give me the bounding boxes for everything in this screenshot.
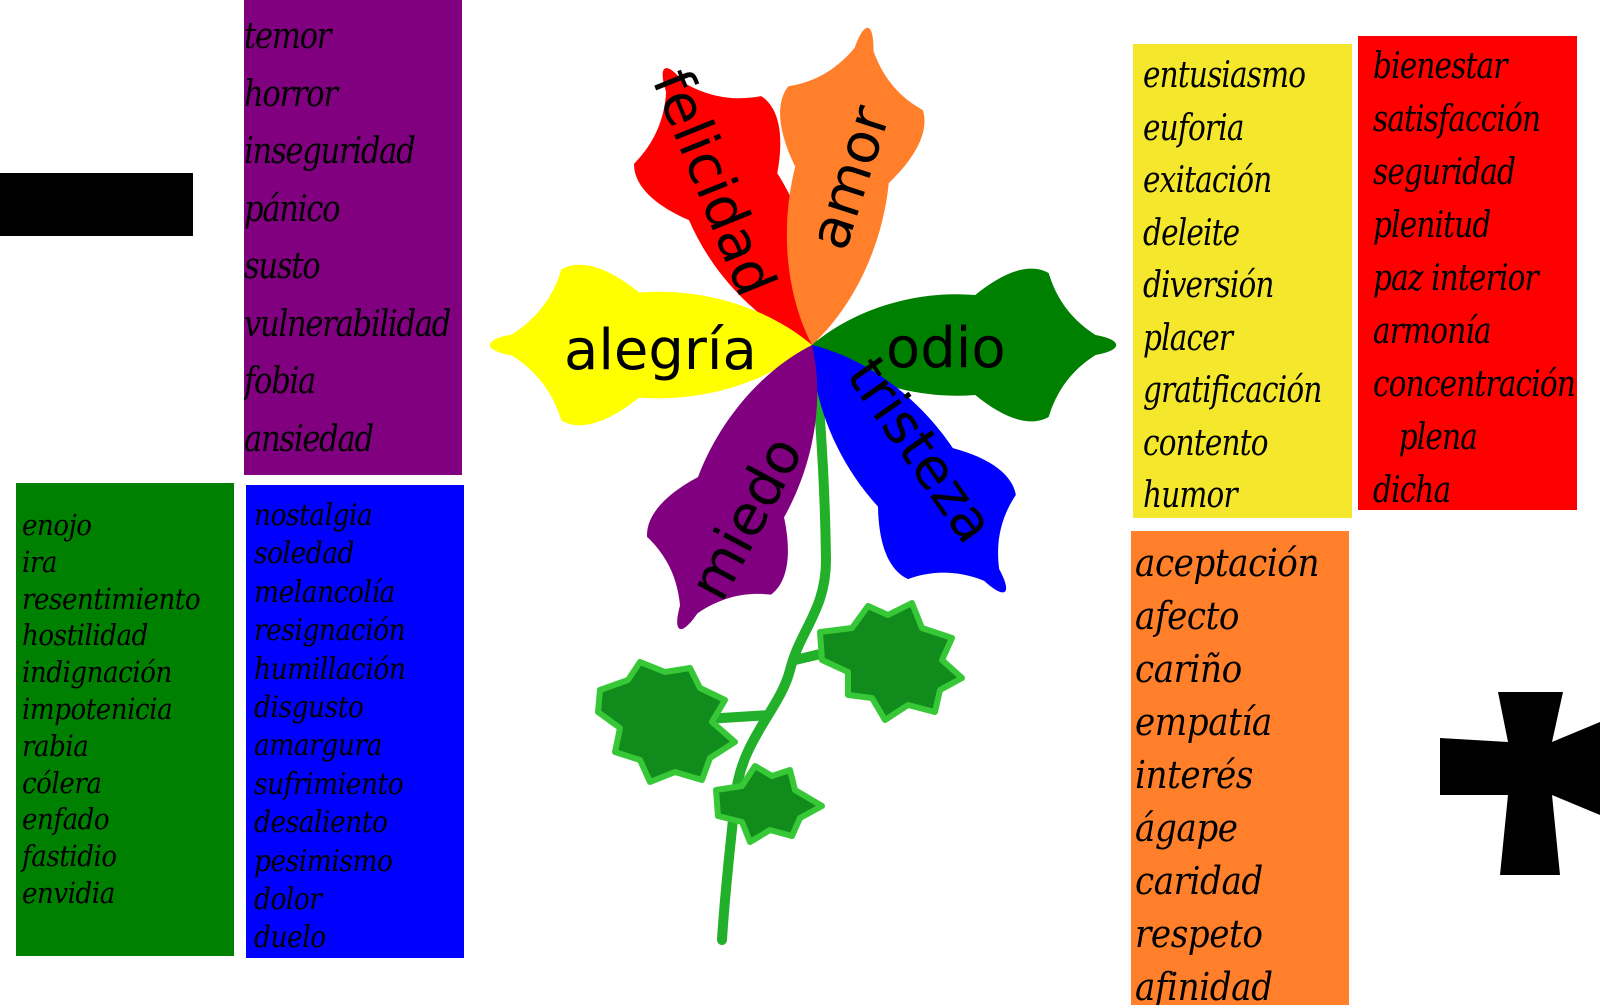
- list-item: seguridad: [1373, 152, 1516, 193]
- list-item: pánico: [244, 188, 341, 230]
- list-item: interés: [1135, 753, 1253, 797]
- list-item: horror: [244, 73, 338, 115]
- list-item: cólera: [22, 765, 102, 800]
- list-item: rabia: [22, 728, 89, 763]
- list-miedo-items: temor horror inseguridad pánico susto vulnera…: [244, 8, 462, 468]
- list-item: afinidad: [1135, 965, 1273, 1005]
- list-alegria: entusiasmo euforia exitación deleite diversi…: [1133, 44, 1352, 518]
- list-item: fastidio: [22, 839, 117, 874]
- list-item: paz interior: [1373, 258, 1539, 299]
- list-amor-items: aceptación afecto cariño empatía interés ágap…: [1135, 537, 1349, 1005]
- list-item: armonía: [1373, 311, 1492, 352]
- list-item: temor: [244, 16, 331, 57]
- list-item: resentimiento: [22, 581, 201, 616]
- list-item: bienestar: [1373, 46, 1507, 87]
- list-item: humillación: [254, 651, 406, 687]
- flower-stem: [717, 340, 832, 945]
- list-item: ágape: [1135, 806, 1238, 850]
- list-amor: aceptación afecto cariño empatía interés ágap…: [1131, 531, 1349, 1005]
- list-item: vulnerabilidad: [244, 303, 451, 345]
- list-item: fobia: [244, 361, 316, 402]
- list-item: impotenicia: [22, 691, 173, 726]
- list-item: disgusto: [254, 690, 364, 726]
- list-item: cariño: [1135, 647, 1242, 691]
- list-item: dolor: [254, 882, 322, 918]
- list-item: envidia: [22, 875, 115, 910]
- list-item: euforia: [1143, 107, 1244, 149]
- list-item: hostilidad: [22, 618, 148, 653]
- list-item: deleite: [1143, 212, 1240, 254]
- list-item: pesimismo: [254, 843, 393, 879]
- list-item: ansiedad: [244, 418, 374, 460]
- list-item: duelo: [254, 920, 326, 956]
- list-item: caridad: [1135, 859, 1263, 903]
- list-item: soledad: [254, 536, 354, 572]
- list-item: indignación: [22, 655, 172, 690]
- list-item: respeto: [1135, 912, 1263, 956]
- list-item: placer: [1143, 317, 1233, 359]
- list-item: satisfacción: [1373, 99, 1541, 140]
- list-item: exitación: [1143, 160, 1272, 201]
- list-item: desaliento: [254, 805, 388, 841]
- list-felicidad-items: bienestar satisfacción seguridad plenitud pa…: [1373, 40, 1577, 510]
- list-miedo: temor horror inseguridad pánico susto vulnera…: [244, 0, 462, 475]
- list-item: enfado: [22, 802, 110, 837]
- list-item: ira: [22, 544, 58, 579]
- list-item: inseguridad: [244, 131, 416, 172]
- list-item: dicha: [1373, 470, 1451, 510]
- list-item: nostalgia: [254, 498, 373, 533]
- list-item: gratificación: [1143, 370, 1322, 411]
- list-item: aceptación: [1135, 541, 1320, 585]
- list-item: contento: [1143, 422, 1269, 464]
- leaf-bottom: [713, 763, 825, 845]
- list-item: melancolía: [254, 574, 395, 610]
- list-item: entusiasmo: [1143, 55, 1306, 96]
- black-cross-decoration: [1440, 692, 1600, 875]
- list-alegria-items: entusiasmo euforia exitación deleite diversi…: [1143, 50, 1352, 518]
- list-felicidad: bienestar satisfacción seguridad plenitud pa…: [1358, 36, 1577, 510]
- list-item: plenitud: [1373, 205, 1491, 246]
- list-item: enojo: [22, 508, 92, 542]
- black-bar-decoration: [0, 173, 193, 236]
- list-item: susto: [244, 246, 321, 287]
- list-item: diversión: [1143, 265, 1274, 306]
- list-item: empatía: [1135, 700, 1272, 744]
- petal-label-odio: odio: [886, 316, 1006, 381]
- leaf-right: [817, 600, 965, 723]
- list-item: amargura: [254, 728, 382, 764]
- leaf-left: [595, 659, 738, 785]
- petal-label-alegria: alegría: [564, 318, 757, 383]
- list-item: resignación: [254, 613, 406, 649]
- list-item: plena: [1373, 417, 1478, 458]
- list-item: sufrimiento: [254, 766, 404, 802]
- list-item: afecto: [1135, 594, 1240, 638]
- list-item: humor: [1143, 475, 1238, 516]
